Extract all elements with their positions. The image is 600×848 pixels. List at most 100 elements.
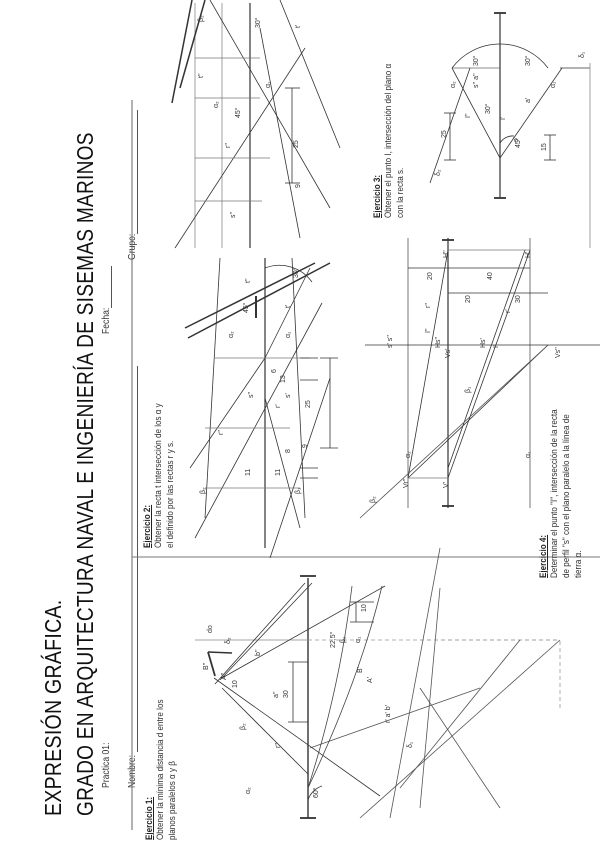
svg-text:β₁: β₁	[295, 487, 302, 494]
svg-text:r': r'	[275, 404, 282, 408]
svg-text:30°: 30°	[292, 267, 300, 278]
svg-text:δ₁: δ₁	[579, 51, 586, 58]
svg-text:25: 25	[441, 130, 448, 138]
svg-text:s' s'': s' s''	[387, 335, 394, 348]
svg-text:β₁: β₁	[465, 386, 472, 393]
exercise1-desc-2: planos paralelos α y β	[167, 761, 178, 840]
svg-text:30°: 30°	[524, 55, 532, 66]
exercise4-title: Ejercicio 4:	[538, 534, 549, 578]
svg-text:25: 25	[305, 400, 312, 408]
exercise3-desc-2: con la recta s.	[395, 167, 406, 218]
exercise4-desc-2: de perfil "s" con el plano paralelo a la…	[561, 414, 572, 578]
svg-text:I': I'	[500, 117, 507, 120]
svg-text:9: 9	[295, 184, 302, 188]
exercise3-drawing	[429, 12, 591, 248]
svg-text:11: 11	[275, 469, 282, 476]
svg-text:β₂: β₂	[200, 487, 207, 494]
svg-text:40: 40	[487, 272, 494, 280]
svg-text:8: 8	[285, 449, 292, 453]
svg-text:I'': I''	[425, 328, 432, 333]
svg-text:α₁: α₁	[550, 81, 557, 88]
exercise2-labels: β₂ β₁ α₂ α₁ r'' r' s'' s' t'' t' 45° 30°…	[200, 267, 312, 494]
exercise3-desc-1: Obtener el punto I, intersección del pla…	[383, 63, 394, 218]
svg-text:13: 13	[280, 375, 287, 383]
svg-text:B'': B''	[203, 663, 210, 670]
svg-text:Hs'': Hs''	[435, 337, 442, 348]
exercise2-desc-1: Obtener la recta t intersección de los α…	[153, 403, 164, 548]
svg-text:Hs': Hs'	[480, 338, 487, 348]
svg-text:30°: 30°	[254, 17, 262, 28]
exercise1-labels: do δ₂ B'' A'' b'' a'' β₂ r'' α₂ 60° 30 1…	[203, 604, 414, 798]
exercise2-desc-2: el definido por las rectas r y s.	[165, 440, 176, 548]
svg-text:Vs': Vs'	[445, 348, 452, 358]
svg-text:10: 10	[232, 680, 239, 688]
svg-text:α₁: α₁	[525, 451, 532, 458]
exercise4-desc-3: tierra α.	[573, 550, 584, 578]
exercise1-title: Ejercicio 1:	[144, 796, 155, 840]
svg-text:Vs'': Vs''	[555, 347, 562, 358]
svg-text:s': s'	[285, 393, 292, 398]
svg-text:30°: 30°	[484, 103, 492, 114]
svg-text:β₂: β₂	[198, 15, 205, 22]
svg-text:A': A'	[367, 677, 374, 683]
svg-text:r': r'	[505, 309, 512, 313]
svg-text:30: 30	[515, 295, 522, 303]
svg-text:β₁: β₁	[340, 636, 347, 643]
svg-text:s'': s''	[230, 212, 237, 218]
exercise4-drawing	[359, 238, 600, 519]
svg-text:α₂: α₂	[245, 787, 252, 794]
svg-text:s'' a'': s'' a''	[473, 73, 480, 88]
svg-text:Vr'': Vr''	[403, 479, 410, 488]
svg-text:45°: 45°	[514, 137, 522, 148]
svg-text:α₁: α₁	[355, 636, 362, 643]
svg-text:6: 6	[271, 369, 278, 373]
svg-text:α₁: α₁	[285, 331, 292, 338]
svg-text:I': I'	[493, 345, 500, 348]
svg-text:22,5°: 22,5°	[329, 631, 337, 648]
exercise2-title: Ejercicio 2:	[142, 504, 153, 548]
svg-text:β₂: β₂	[240, 723, 247, 730]
svg-text:α₂: α₂	[450, 81, 457, 88]
svg-text:15: 15	[541, 143, 548, 151]
exercise4-desc-1: Determinar el punto "I", intersección de…	[549, 409, 560, 578]
svg-text:t'': t''	[198, 73, 205, 78]
svg-text:H'': H''	[443, 250, 450, 258]
exercise1-drawing	[195, 547, 561, 819]
svg-text:r'': r''	[218, 430, 225, 435]
svg-text:α₂: α₂	[228, 331, 235, 338]
svg-text:45°: 45°	[242, 302, 250, 313]
exercise3-title: Ejercicio 3:	[372, 174, 383, 218]
svg-text:30: 30	[283, 690, 290, 698]
exercise2-drawing	[184, 257, 338, 559]
exercise4-labels: β₂ α₂ α₁ β₁ Vr'' V' Vs' Vs'' Hs'' Hs' H'…	[370, 250, 562, 503]
svg-text:δ₂: δ₂	[435, 169, 442, 176]
svg-text:60°: 60°	[312, 787, 320, 798]
svg-text:B': B'	[357, 667, 364, 673]
svg-text:10: 10	[361, 604, 368, 612]
svg-text:20: 20	[465, 295, 472, 303]
exercise1-desc-1: Obtener la mínima distancia d entre los	[155, 699, 166, 840]
svg-text:b'': b''	[255, 649, 262, 656]
svg-text:a': a'	[525, 98, 532, 103]
svg-text:δ₂: δ₂	[225, 637, 232, 644]
svg-text:45°: 45°	[234, 107, 242, 118]
svg-text:s': s'	[513, 137, 520, 142]
svg-text:s'': s''	[248, 392, 255, 398]
svg-text:11: 11	[245, 469, 252, 476]
svg-text:H': H'	[525, 252, 532, 258]
svg-text:α₂: α₂	[213, 101, 220, 108]
exercise2-solution-labels: β₂ t'' α₂ α₁ 45° 30° t' r'' s'' 25 9	[198, 15, 302, 218]
svg-text:do: do	[207, 625, 214, 633]
svg-text:20: 20	[427, 272, 434, 280]
svg-text:r' a' b': r' a' b'	[385, 705, 392, 723]
svg-text:δ₁: δ₁	[407, 741, 414, 748]
svg-text:r'': r''	[275, 743, 282, 748]
svg-text:30°: 30°	[472, 55, 480, 66]
svg-text:9: 9	[302, 444, 309, 448]
svg-text:β₂: β₂	[370, 496, 377, 503]
svg-text:r'': r''	[425, 303, 432, 308]
svg-text:I'': I''	[465, 113, 472, 118]
svg-text:a'': a''	[273, 691, 280, 698]
svg-text:t': t'	[295, 25, 302, 28]
